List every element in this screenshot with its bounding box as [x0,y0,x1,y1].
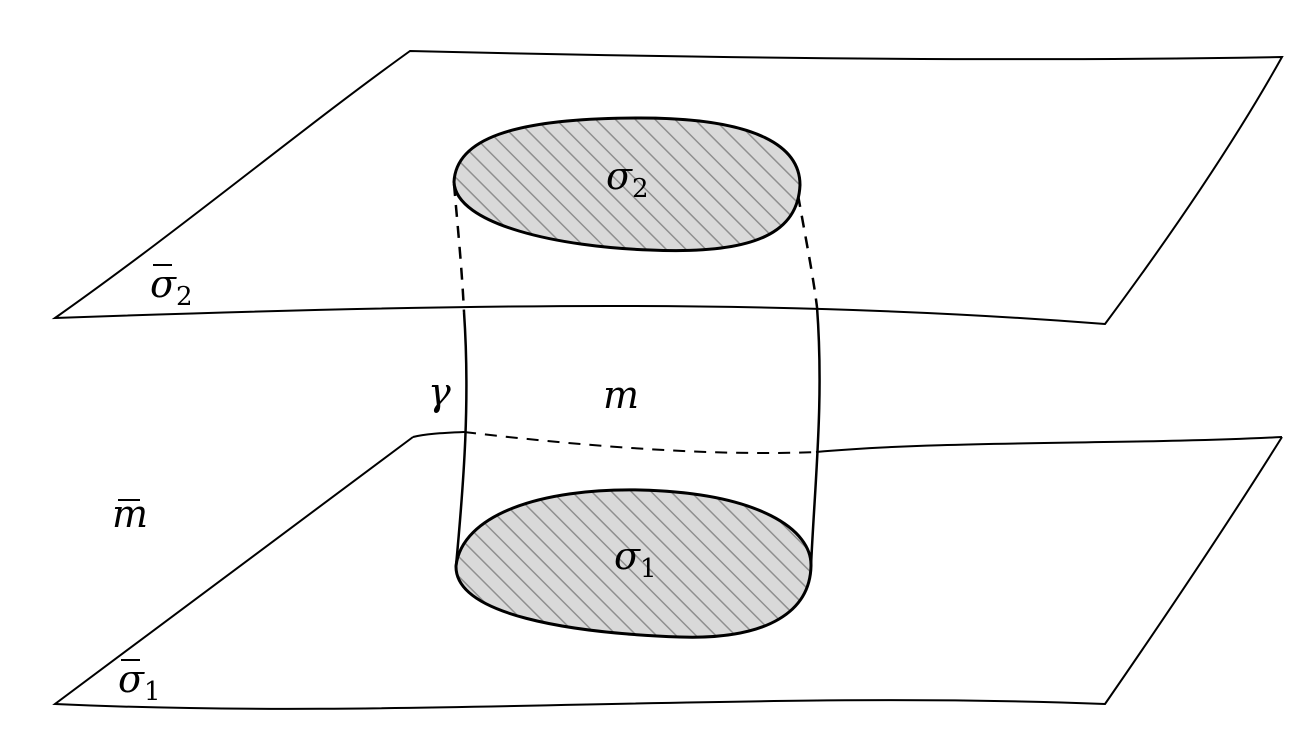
tube-left-side-hidden [452,183,466,313]
label-sigma-bar-1: σ1 [118,657,161,707]
lower-surface-sigma-bar-1-back-left [412,431,465,438]
lower-surface-sigma-bar-1-front [52,436,1283,710]
tube-right-side [809,306,821,567]
region-sigma-2-hatched [452,116,802,253]
label-gamma: γ [428,370,451,414]
label-sigma-2: σ2 [606,154,649,204]
label-sigma-bar-2: σ2 [150,262,193,312]
svg-text:σ1: σ1 [118,657,161,707]
tube-right-side-hidden [796,194,819,308]
lower-surface-sigma-bar-1-back-right [815,436,1283,453]
label-sigma-1: σ1 [614,534,657,584]
tube-left-side-gamma [454,311,468,567]
label-m: m [603,373,639,417]
upper-surface-sigma-bar-2 [51,49,1284,326]
svg-text:σ2: σ2 [150,262,193,312]
hidden-surface-intersection-dashed [463,431,817,455]
label-m-bar: m [112,492,148,536]
svg-text:m: m [112,492,148,536]
region-sigma-1-hatched [454,488,813,639]
